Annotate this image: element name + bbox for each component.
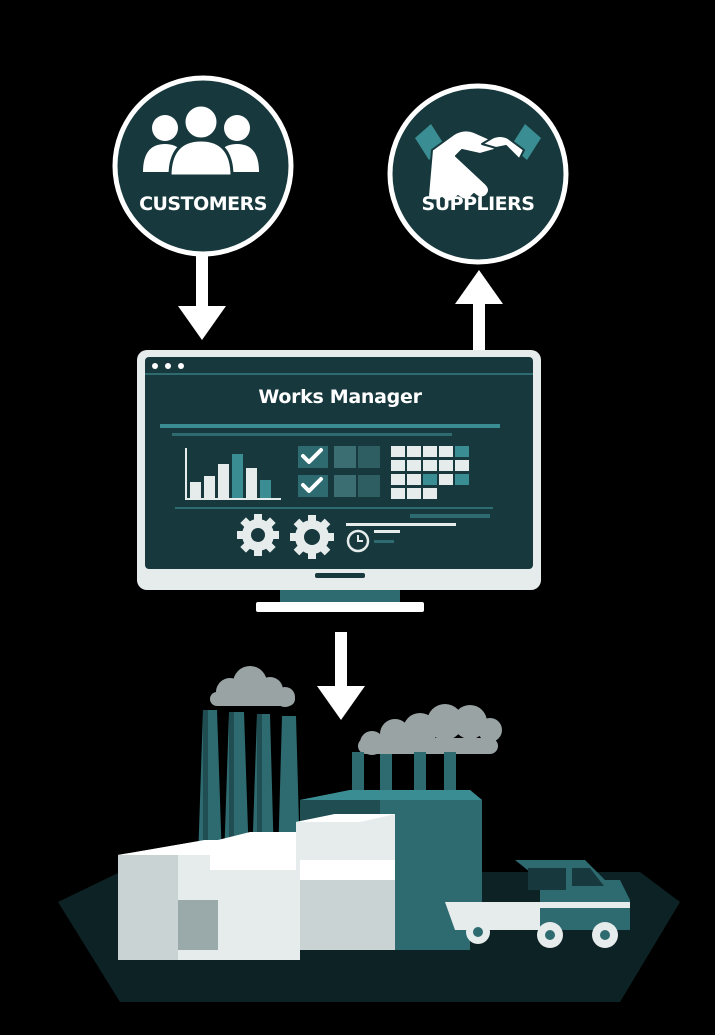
suppliers-node xyxy=(387,83,569,265)
monitor-title: Works Manager xyxy=(258,386,422,408)
arrow-manager-to-suppliers xyxy=(455,270,503,350)
customers-node xyxy=(112,75,294,257)
truck-icon xyxy=(445,860,630,948)
handshake-icon xyxy=(415,124,541,203)
gear-icon xyxy=(290,515,334,559)
smoke-cloud xyxy=(210,666,295,707)
checklist-widget xyxy=(298,446,380,497)
customers-label: CUSTOMERS xyxy=(139,193,267,215)
suppliers-label: SUPPLIERS xyxy=(421,193,535,215)
bar-chart-widget xyxy=(185,448,281,500)
arrow-manager-to-factory xyxy=(317,632,365,720)
clock-icon xyxy=(346,529,370,553)
factory-icon xyxy=(58,666,680,1002)
window-dots xyxy=(152,363,184,369)
monitor xyxy=(137,350,541,612)
arrow-customers-to-manager xyxy=(178,255,226,340)
grid-widget xyxy=(391,446,469,499)
smoke-cloud xyxy=(358,704,502,755)
gear-icon xyxy=(237,514,279,556)
people-group-icon xyxy=(143,103,259,178)
